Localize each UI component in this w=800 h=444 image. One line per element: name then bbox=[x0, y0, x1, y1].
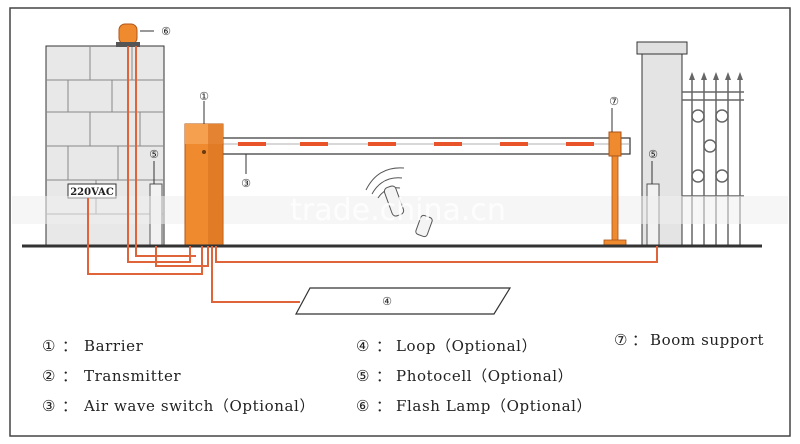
callout-photocell-left: ⑤ bbox=[149, 148, 159, 161]
svg-text:②: ② bbox=[42, 367, 56, 385]
watermark-text: trade.china.cn bbox=[290, 193, 506, 228]
svg-text:Photocell（Optional）: Photocell（Optional） bbox=[396, 367, 573, 385]
boom-support bbox=[603, 131, 627, 247]
svg-text:：: ： bbox=[376, 397, 392, 415]
svg-text:Boom support: Boom support bbox=[650, 331, 764, 349]
legend-item-loop: ④ ： Loop（Optional） bbox=[356, 337, 537, 355]
svg-text:④: ④ bbox=[356, 337, 370, 355]
legend-item-flash-lamp: ⑥ ： Flash Lamp（Optional） bbox=[356, 397, 592, 415]
callout-barrier: ① bbox=[199, 90, 209, 103]
power-label: 220VAC bbox=[70, 187, 114, 198]
wiring bbox=[87, 46, 658, 303]
svg-text:：: ： bbox=[376, 367, 392, 385]
leader-lines bbox=[140, 30, 653, 184]
svg-text:：: ： bbox=[62, 397, 78, 415]
callout-air-wave-switch: ③ bbox=[241, 177, 251, 190]
callout-loop: ④ bbox=[382, 295, 392, 308]
callout-flash-lamp: ⑥ bbox=[161, 25, 171, 38]
flash-lamp bbox=[116, 23, 140, 47]
svg-text:①: ① bbox=[42, 337, 56, 355]
callout-boom-support: ⑦ bbox=[609, 95, 619, 108]
legend-item-photocell: ⑤ ： Photocell（Optional） bbox=[356, 367, 573, 385]
svg-text:Barrier: Barrier bbox=[84, 337, 144, 355]
boom-arm bbox=[221, 137, 631, 155]
legend-item-barrier: ① ： Barrier bbox=[42, 337, 144, 355]
barrier-cabinet bbox=[184, 123, 224, 247]
svg-text:Flash Lamp（Optional）: Flash Lamp（Optional） bbox=[396, 397, 592, 415]
legend-item-air-wave-switch: ③ ： Air wave switch（Optional） bbox=[42, 397, 315, 415]
svg-text:Air wave switch（Optional）: Air wave switch（Optional） bbox=[83, 397, 315, 415]
svg-text:Loop（Optional）: Loop（Optional） bbox=[396, 337, 537, 355]
svg-text:Transmitter: Transmitter bbox=[84, 367, 181, 385]
legend-item-transmitter: ② ： Transmitter bbox=[42, 367, 181, 385]
legend: ① ： Barrier ② ： Transmitter ③ ： Air wave… bbox=[42, 331, 764, 415]
svg-text:：: ： bbox=[62, 367, 78, 385]
transmitter bbox=[365, 167, 433, 238]
callout-photocell-right: ⑤ bbox=[648, 148, 658, 161]
svg-text:⑥: ⑥ bbox=[356, 397, 370, 415]
diagram-frame bbox=[9, 7, 791, 437]
svg-text:③: ③ bbox=[42, 397, 56, 415]
svg-text:：: ： bbox=[376, 337, 392, 355]
svg-text:：: ： bbox=[62, 337, 78, 355]
svg-text:⑤: ⑤ bbox=[356, 367, 370, 385]
svg-text:：: ： bbox=[632, 331, 648, 349]
loop-detector bbox=[294, 287, 512, 315]
legend-item-boom-support: ⑦ ： Boom support bbox=[614, 331, 764, 349]
svg-text:⑦: ⑦ bbox=[614, 331, 628, 349]
